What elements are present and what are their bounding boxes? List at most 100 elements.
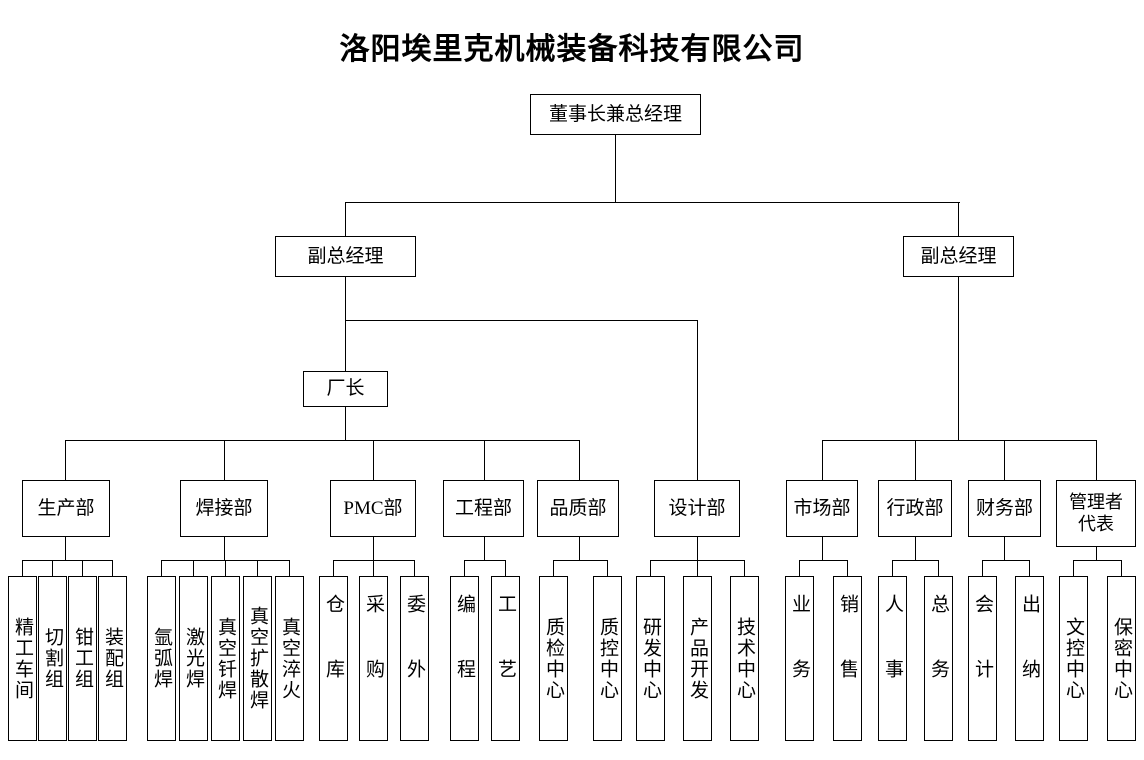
node-unit-engineering-0[interactable]: 编程	[450, 576, 479, 741]
connector-pmc-unit-2	[414, 560, 416, 576]
connector-administration-up	[915, 440, 917, 480]
connector-welding-unit-3	[257, 560, 259, 576]
node-unit-label: 真空扩散焊	[247, 606, 268, 711]
node-dept-pmc-label: PMC部	[343, 497, 403, 519]
node-chairman-label: 董事长兼总经理	[548, 103, 682, 125]
node-unit-administration-0[interactable]: 人事	[878, 576, 907, 741]
node-unit-management-rep-0[interactable]: 文控中心	[1059, 576, 1088, 741]
connector-pmc-stem	[373, 537, 375, 560]
node-dept-marketing[interactable]: 市场部	[786, 480, 858, 537]
node-unit-label: 真空钎焊	[215, 616, 236, 701]
connector-administration-unit-bar	[892, 560, 938, 562]
node-unit-label: 编程	[454, 593, 475, 724]
connector-finance-stem	[1004, 537, 1006, 560]
node-dept-pmc[interactable]: PMC部	[330, 480, 416, 537]
connector-production-unit-0	[22, 560, 24, 576]
node-unit-label: 激光焊	[183, 627, 204, 690]
node-dept-administration[interactable]: 行政部	[878, 480, 952, 537]
node-unit-label: 产品开发	[687, 616, 708, 701]
connector-marketing-up	[822, 440, 824, 480]
connector-deputy-right-down	[958, 277, 960, 440]
connector-chairman-down	[615, 135, 617, 203]
connector-marketing-unit-1	[847, 560, 849, 576]
node-unit-label: 研发中心	[640, 616, 661, 701]
connector-level2-bar	[345, 202, 960, 204]
node-unit-label: 文控中心	[1063, 616, 1084, 701]
node-unit-marketing-1[interactable]: 销售	[833, 576, 862, 741]
node-unit-welding-0[interactable]: 氩弧焊	[147, 576, 176, 741]
node-chairman[interactable]: 董事长兼总经理	[530, 94, 701, 135]
node-unit-production-1[interactable]: 切割组	[38, 576, 67, 741]
node-dept-quality[interactable]: 品质部	[537, 480, 619, 537]
node-unit-welding-4[interactable]: 真空淬火	[275, 576, 304, 741]
connector-management-rep-unit-0	[1073, 560, 1075, 576]
node-unit-administration-1[interactable]: 总务	[924, 576, 953, 741]
node-unit-label: 切割组	[42, 627, 63, 690]
connector-production-up	[65, 440, 67, 480]
node-unit-finance-0[interactable]: 会计	[968, 576, 997, 741]
node-dept-welding-label: 焊接部	[195, 497, 253, 519]
node-unit-production-3[interactable]: 装配组	[98, 576, 127, 741]
node-deputy-right-label: 副总经理	[920, 245, 997, 267]
page-title: 洛阳埃里克机械装备科技有限公司	[339, 33, 805, 66]
node-unit-management-rep-1[interactable]: 保密中心	[1107, 576, 1136, 741]
connector-design-stem	[697, 537, 699, 560]
connector-welding-unit-1	[193, 560, 195, 576]
node-unit-label: 精工车间	[12, 616, 33, 701]
connector-production-unit-1	[52, 560, 54, 576]
node-unit-quality-0[interactable]: 质检中心	[539, 576, 568, 741]
node-dept-management-rep-label-line1: 管理者	[1069, 492, 1123, 513]
node-unit-production-2[interactable]: 钳工组	[68, 576, 97, 741]
connector-quality-unit-bar	[553, 560, 608, 562]
connector-pmc-up	[373, 440, 375, 480]
node-dept-design[interactable]: 设计部	[654, 480, 740, 537]
node-unit-engineering-1[interactable]: 工艺	[491, 576, 520, 741]
node-unit-label: 仓库	[323, 593, 344, 724]
node-factory-director[interactable]: 厂长	[303, 371, 388, 407]
connector-engineering-unit-0	[464, 560, 466, 576]
node-unit-design-2[interactable]: 技术中心	[730, 576, 759, 741]
node-unit-label: 业务	[789, 593, 810, 724]
node-unit-pmc-1[interactable]: 采购	[359, 576, 388, 741]
node-unit-design-0[interactable]: 研发中心	[636, 576, 665, 741]
node-unit-pmc-0[interactable]: 仓库	[319, 576, 348, 741]
node-unit-marketing-0[interactable]: 业务	[785, 576, 814, 741]
node-deputy-right[interactable]: 副总经理	[903, 236, 1014, 277]
node-unit-design-1[interactable]: 产品开发	[683, 576, 712, 741]
node-unit-welding-1[interactable]: 激光焊	[179, 576, 208, 741]
node-dept-administration-label: 行政部	[886, 497, 944, 519]
node-unit-welding-3[interactable]: 真空扩散焊	[243, 576, 272, 741]
node-dept-management-rep[interactable]: 管理者 代表	[1056, 480, 1136, 547]
node-unit-finance-1[interactable]: 出纳	[1015, 576, 1044, 741]
node-unit-pmc-2[interactable]: 委外	[400, 576, 429, 741]
connector-marketing-stem	[822, 537, 824, 560]
node-unit-quality-1[interactable]: 质控中心	[593, 576, 622, 741]
node-dept-production[interactable]: 生产部	[22, 480, 110, 537]
node-unit-label: 工艺	[495, 593, 516, 724]
connector-engineering-stem	[484, 537, 486, 560]
connector-production-unit-2	[82, 560, 84, 576]
node-dept-marketing-label: 市场部	[793, 497, 851, 519]
connector-design-unit-0	[650, 560, 652, 576]
node-dept-finance[interactable]: 财务部	[968, 480, 1041, 537]
connector-quality-unit-0	[553, 560, 555, 576]
node-unit-label: 真空淬火	[279, 616, 300, 701]
node-deputy-left[interactable]: 副总经理	[275, 236, 416, 277]
node-unit-welding-2[interactable]: 真空钎焊	[211, 576, 240, 741]
node-unit-label: 出纳	[1019, 593, 1040, 724]
connector-administration-unit-1	[938, 560, 940, 576]
node-dept-engineering[interactable]: 工程部	[443, 480, 524, 537]
node-unit-label: 会计	[972, 593, 993, 724]
connector-administration-unit-0	[892, 560, 894, 576]
connector-deputy-left-up	[345, 202, 347, 237]
node-unit-label: 质控中心	[597, 616, 618, 701]
node-dept-welding[interactable]: 焊接部	[180, 480, 268, 537]
connector-deputy-right-up	[958, 202, 960, 237]
node-unit-label: 装配组	[102, 627, 123, 690]
connector-finance-unit-1	[1029, 560, 1031, 576]
node-unit-label: 钳工组	[72, 627, 93, 690]
node-unit-production-0[interactable]: 精工车间	[8, 576, 37, 741]
node-unit-label: 人事	[882, 593, 903, 724]
connector-management-rep-up	[1096, 440, 1098, 480]
